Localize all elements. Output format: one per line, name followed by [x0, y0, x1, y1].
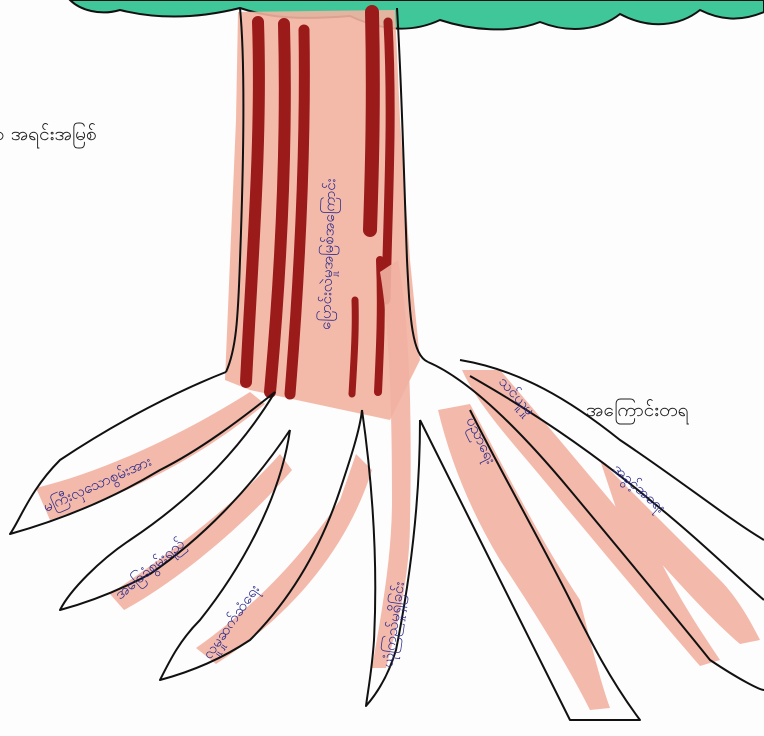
resource-label: ၁ အရင်းအမြစ်	[0, 122, 97, 150]
canopy-shape	[70, 0, 764, 29]
cause-label: အကြောင်းတရ	[586, 398, 689, 426]
